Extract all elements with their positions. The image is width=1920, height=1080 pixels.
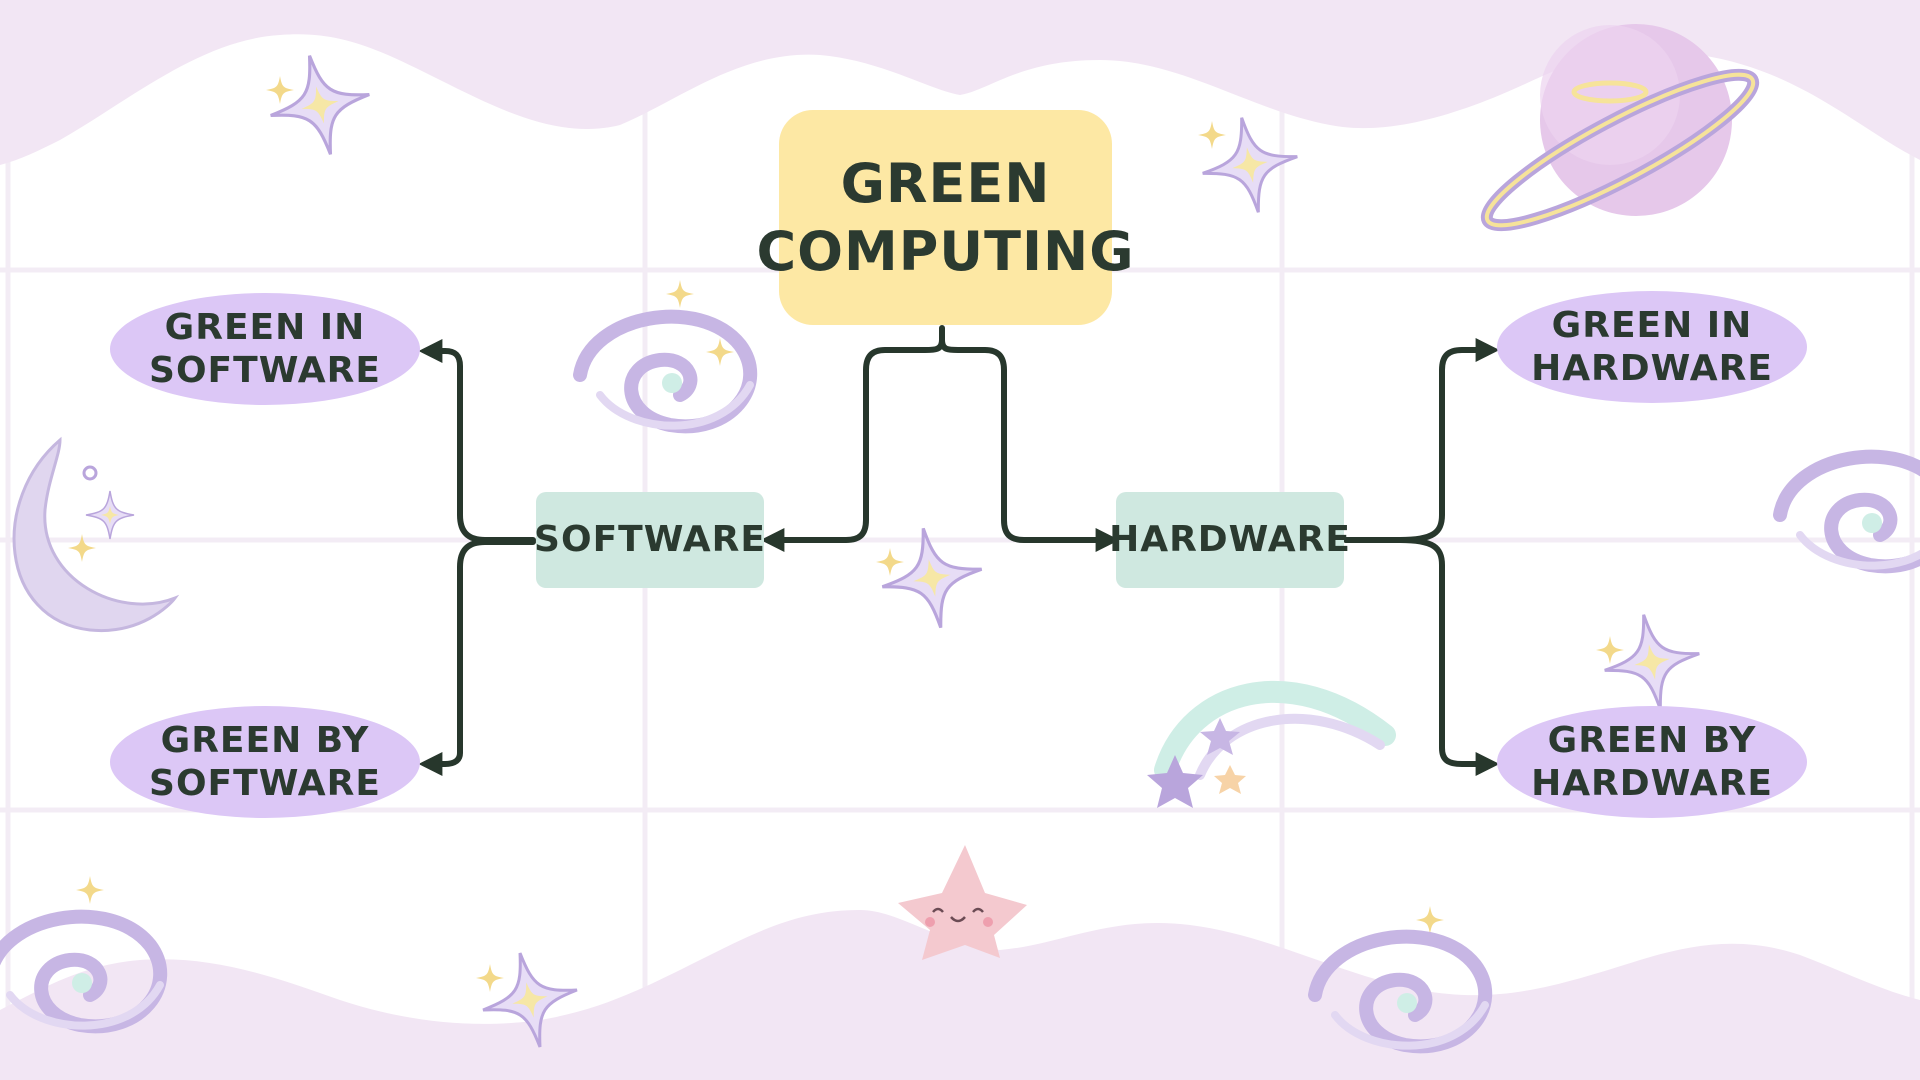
leaf-node-line-1: GREEN BY — [160, 719, 370, 761]
leaf-node-green-in-hardware: GREEN IN HARDWARE — [1497, 291, 1807, 403]
branch-node-software-label: SOFTWARE — [534, 519, 766, 561]
top-wave — [0, 0, 1920, 165]
root-node-line-1: GREEN — [840, 152, 1051, 215]
connector-software-to-green-by-software — [418, 539, 536, 776]
leaf-node-line-2: SOFTWARE — [149, 763, 381, 804]
connector-hardware-to-green-by-hardware — [1343, 537, 1500, 776]
root-node-green-computing: GREEN COMPUTING — [756, 110, 1134, 325]
crescent-moon-icon — [12, 436, 180, 633]
connector-root-to-hardware — [939, 337, 1120, 552]
planet-icon — [1480, 24, 1760, 232]
leaf-node-line-2: HARDWARE — [1531, 763, 1773, 804]
leaf-node-green-in-software: GREEN IN SOFTWARE — [110, 293, 420, 405]
leaf-node-line-1: GREEN BY — [1547, 719, 1757, 761]
root-node-line-2: COMPUTING — [756, 219, 1135, 283]
leaf-node-green-by-hardware: GREEN BY HARDWARE — [1497, 706, 1807, 818]
leaf-node-line-1: GREEN IN — [1551, 304, 1753, 346]
connector-root-to-software — [760, 325, 945, 552]
branch-node-hardware-label: HARDWARE — [1109, 519, 1351, 561]
leaf-node-line-2: HARDWARE — [1531, 348, 1773, 389]
connector-hardware-to-green-in-hardware — [1343, 338, 1500, 543]
shooting-star-icon — [1147, 680, 1396, 808]
leaf-node-green-by-software: GREEN BY SOFTWARE — [110, 706, 420, 818]
leaf-node-line-1: GREEN IN — [164, 306, 366, 348]
branch-node-hardware: HARDWARE — [1109, 492, 1350, 588]
branch-node-software: SOFTWARE — [534, 492, 766, 588]
leaf-node-line-2: SOFTWARE — [149, 350, 381, 391]
smiling-star-icon — [898, 845, 1027, 960]
connector-software-to-green-in-software — [418, 339, 536, 543]
